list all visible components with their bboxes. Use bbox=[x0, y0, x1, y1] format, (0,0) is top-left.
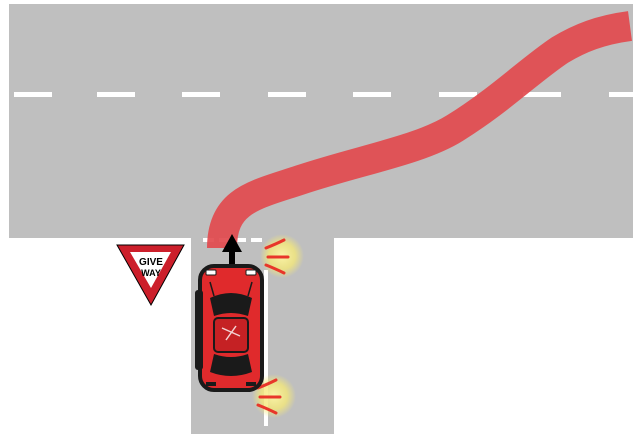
sign-text-line2: WAY bbox=[141, 268, 161, 278]
sign-text-line1: GIVE bbox=[139, 257, 163, 268]
give-way-sign: GIVE WAY bbox=[117, 245, 184, 305]
main-road bbox=[9, 4, 633, 238]
car-top-view-icon bbox=[195, 266, 262, 390]
indicator-flash-icon bbox=[260, 234, 304, 278]
